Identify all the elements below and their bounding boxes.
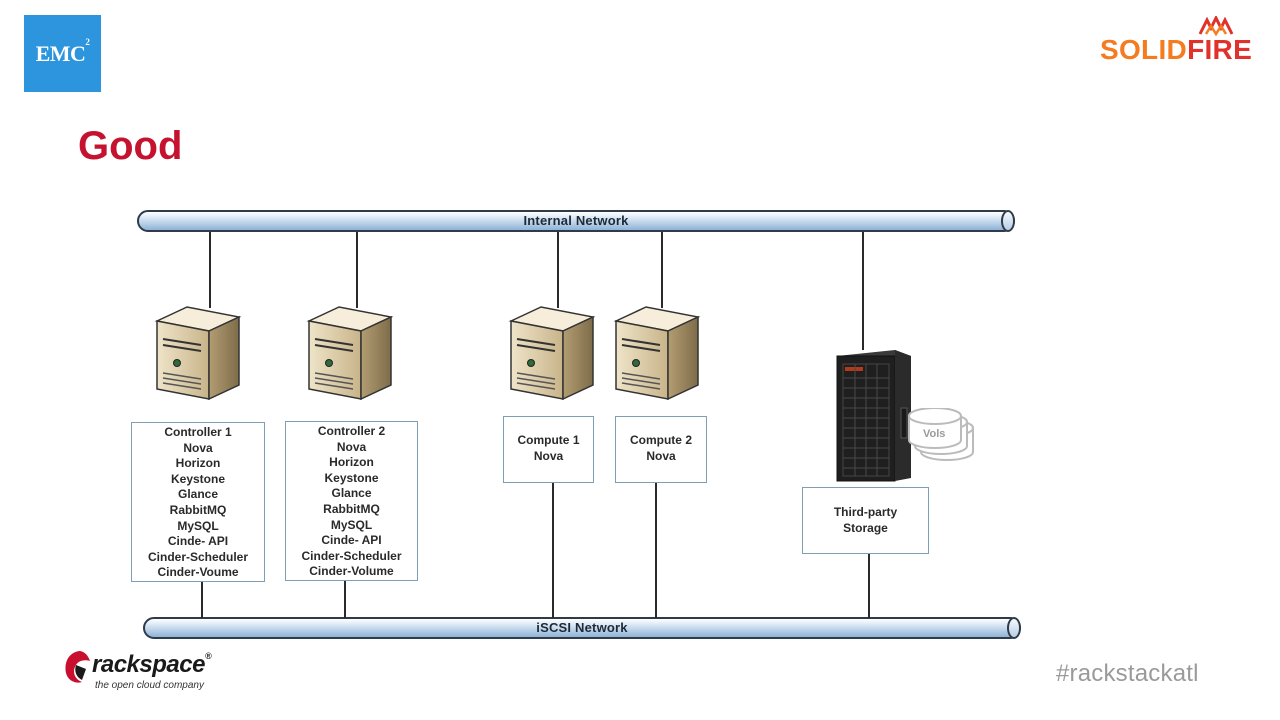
service-label: Cinde- API [321, 533, 382, 548]
internal-network-label: Internal Network [523, 213, 629, 228]
connector-line [201, 581, 203, 618]
server-icon [613, 306, 701, 401]
solidfire-flame-icon [1198, 16, 1234, 36]
service-label: MySQL [330, 517, 373, 532]
compute-1-box: Compute 1 Nova [503, 416, 594, 483]
server-icon [154, 306, 242, 401]
controller-1-title: Controller 1 [164, 425, 232, 439]
emc-logo-superscript: 2 [85, 36, 90, 47]
storage-label-line2: Storage [843, 520, 888, 535]
connector-line [356, 232, 358, 308]
connector-line [655, 482, 657, 618]
rackspace-logo: rackspace® the open cloud company [62, 647, 232, 697]
iscsi-network-pipe: iSCSI Network [143, 617, 1021, 639]
storage-rack-icon [836, 350, 913, 482]
third-party-storage-box: Third-party Storage [802, 487, 929, 554]
server-icon [306, 306, 394, 401]
service-label: Nova [336, 439, 367, 454]
connector-line [557, 232, 559, 308]
service-label: RabbitMQ [169, 502, 227, 517]
server-icon [508, 306, 596, 401]
storage-label-line1: Third-party [833, 505, 898, 519]
compute-2-box: Compute 2 Nova [615, 416, 707, 483]
compute-1-title: Compute 1 [517, 433, 580, 447]
event-hashtag: #rackstackatl [1056, 660, 1199, 687]
controller-2-title: Controller 2 [317, 424, 386, 438]
emc-logo-text: EMC [35, 40, 86, 66]
service-label: Nova [183, 440, 213, 455]
rackspace-tagline: the open cloud company [95, 680, 204, 691]
connector-line [344, 581, 346, 618]
volumes-disk-icon: Vols [905, 408, 983, 466]
controller-2-box: Controller 2 Nova Horizon Keystone Glanc… [285, 421, 418, 581]
rackspace-emblem-icon [65, 651, 90, 683]
service-label: Cinder-Voume [157, 565, 239, 580]
service-label: RabbitMQ [323, 501, 380, 516]
solidfire-wordmark-solid: SOLID [1100, 34, 1188, 65]
solidfire-logo: SOLIDFIRE [1100, 16, 1258, 68]
connector-line [868, 553, 870, 618]
service-label: Horizon [175, 456, 221, 471]
slide-title: Good [78, 124, 183, 168]
service-label: Keystone [324, 470, 379, 485]
service-label: Nova [533, 448, 564, 463]
controller-1-box: Controller 1 Nova Horizon Keystone Glanc… [131, 422, 265, 582]
connector-line [552, 482, 554, 618]
connector-line [661, 232, 663, 308]
solidfire-wordmark-fire: FIRE [1187, 34, 1253, 65]
service-label: MySQL [177, 518, 219, 533]
service-label: Cinder-Volume [309, 564, 394, 579]
iscsi-network-label: iSCSI Network [536, 620, 628, 635]
service-label: Keystone [170, 471, 226, 486]
service-label: Cinder-Scheduler [147, 549, 249, 564]
connector-line [209, 232, 211, 308]
service-label: Glance [177, 487, 219, 502]
service-label: Glance [331, 486, 372, 501]
service-label: Cinde- API [167, 534, 229, 549]
rackspace-wordmark: rackspace [92, 651, 205, 678]
emc-logo: EMC2 [24, 15, 101, 92]
connector-line [862, 232, 864, 350]
service-label: Cinder-Scheduler [301, 548, 402, 563]
service-label: Nova [646, 448, 676, 463]
service-label: Horizon [329, 455, 374, 470]
internal-network-pipe: Internal Network [137, 210, 1015, 232]
compute-2-title: Compute 2 [629, 433, 692, 447]
vols-label: Vols [923, 428, 946, 440]
